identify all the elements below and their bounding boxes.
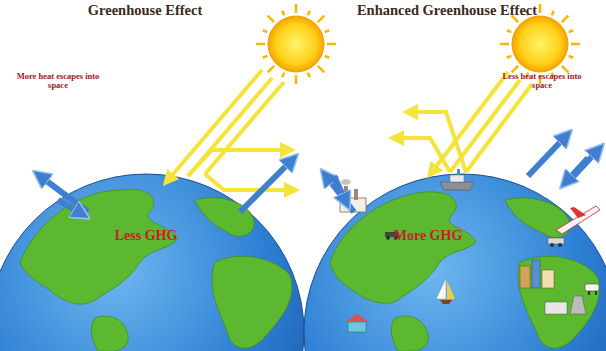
buildings-icon: [520, 260, 554, 288]
sun-ray: [500, 43, 509, 46]
heat-note: More heat escapes into space: [10, 72, 106, 91]
sun-ray: [263, 30, 268, 32]
cow-icon: [585, 284, 599, 295]
sun-ray: [256, 43, 265, 46]
ghg-label: Less GHG: [96, 228, 196, 243]
sun-ray: [569, 56, 574, 58]
sun-ray: [282, 73, 284, 78]
ghg-label: More GHG: [376, 228, 480, 243]
car-icon: [548, 238, 564, 247]
sun-ray: [318, 66, 324, 72]
sun-ray: [282, 11, 284, 16]
sun-ray: [327, 43, 336, 46]
sun-ray: [325, 30, 330, 32]
heat-note: Less heat escapes into space: [494, 72, 590, 91]
sun-ray: [295, 75, 298, 84]
sun-ray: [263, 56, 268, 58]
sun-ray: [562, 16, 568, 22]
sun-ray: [571, 43, 580, 46]
sun-ray: [318, 16, 324, 22]
earth-globe: [304, 174, 606, 351]
sailboat-icon: [436, 278, 455, 304]
panel-heading: Greenhouse Effect: [60, 3, 230, 19]
sun-ray: [308, 73, 310, 78]
power-plant-icon: [545, 296, 586, 314]
sun-ray: [295, 4, 298, 13]
ship-icon: [440, 169, 474, 190]
heat-arrows: [40, 136, 598, 214]
sun-ray: [308, 11, 310, 16]
sun-ray: [507, 56, 512, 58]
sunlight-arrows: [168, 70, 292, 190]
house-icon: [345, 314, 369, 332]
sun-ray: [268, 66, 274, 72]
sun-ray: [268, 16, 274, 22]
sun-ray: [325, 56, 330, 58]
sun-ray: [507, 30, 512, 32]
sun-ray: [539, 4, 542, 13]
sun-ray: [569, 30, 574, 32]
panel-heading: Enhanced Greenhouse Effect: [322, 3, 572, 19]
sun-icon: [256, 4, 336, 84]
sun-ray: [552, 11, 554, 16]
sunlight-arrows: [396, 72, 532, 172]
airplane-icon: [556, 206, 600, 234]
earth-globe: [0, 174, 304, 351]
